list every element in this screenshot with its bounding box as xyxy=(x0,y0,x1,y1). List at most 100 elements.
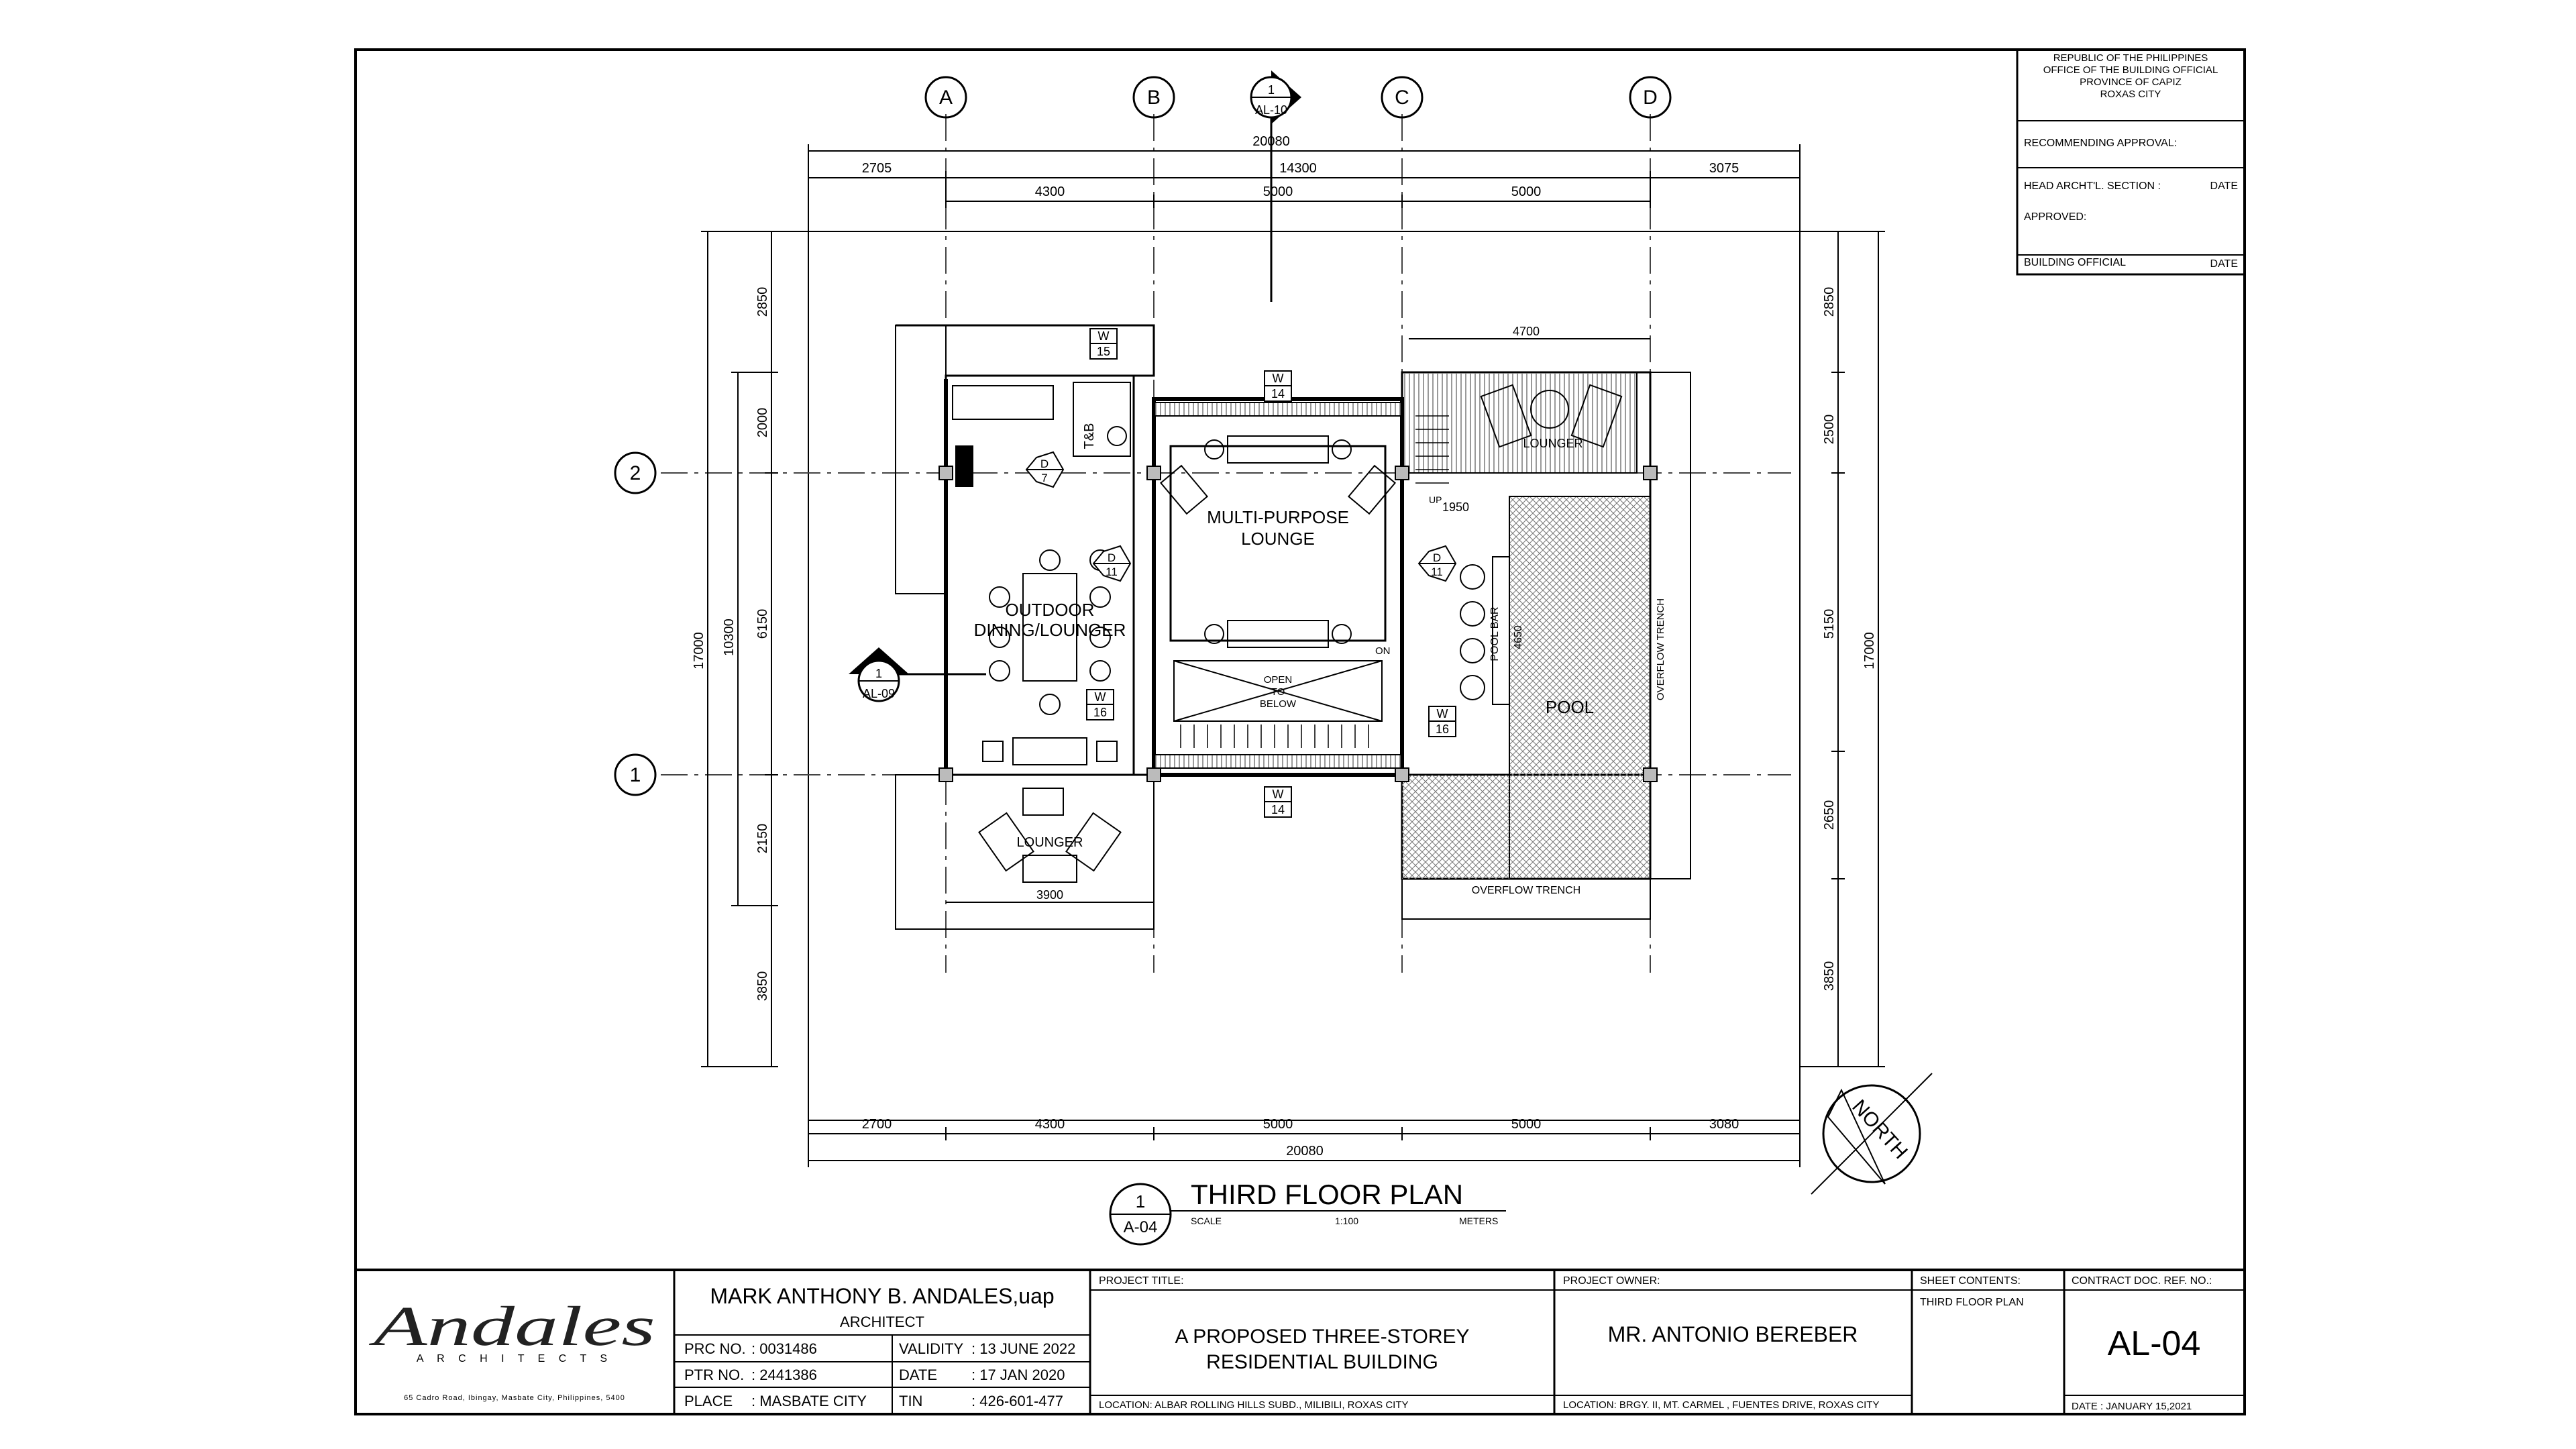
project-title-line-1: A PROPOSED THREE-STOREY xyxy=(1175,1326,1470,1348)
grid-col-c: C xyxy=(1395,87,1409,109)
contract-ref-label: CONTRACT DOC. REF. NO.: xyxy=(2072,1275,2212,1287)
dim-right-2: 2500 xyxy=(1822,415,1837,445)
agency-line-3: PROVINCE OF CAPIZ xyxy=(2080,76,2182,88)
tag-d11-left-type: D xyxy=(1108,551,1116,564)
head-date-label: DATE xyxy=(2210,180,2238,192)
approval-box: REPUBLIC OF THE PHILIPPINES OFFICE OF TH… xyxy=(2016,48,2246,276)
stair-on-label: ON xyxy=(1375,645,1391,657)
tag-w14-bot-num: 14 xyxy=(1271,803,1285,816)
place-label: PLACE xyxy=(684,1393,733,1409)
owner-label: PROJECT OWNER: xyxy=(1563,1275,1660,1287)
tag-d11-right-num: 11 xyxy=(1431,566,1443,578)
opening-tags xyxy=(1025,328,1457,818)
plan-title: THIRD FLOOR PLAN xyxy=(1191,1179,1463,1210)
dim-left-3: 6150 xyxy=(755,609,770,639)
room-lounge-line-2: LOUNGE xyxy=(1241,529,1315,549)
tag-d11-left-num: 11 xyxy=(1106,566,1118,578)
plan-scale-value: 1:100 xyxy=(1335,1216,1358,1226)
dim-bot-total: 20080 xyxy=(1286,1144,1324,1159)
dim-left-total: 17000 xyxy=(692,632,706,669)
owner-location: LOCATION: BRGY. II, MT. CARMEL , FUENTES… xyxy=(1563,1399,1879,1411)
dim-bot-seg-4: 5000 xyxy=(1511,1117,1542,1132)
north-label: NORTH xyxy=(1847,1095,1912,1163)
sheet-border xyxy=(354,48,2246,1415)
room-tb: T&B xyxy=(1082,423,1097,449)
pool-area xyxy=(1509,496,1651,879)
sheet-contents: THIRD FLOOR PLAN xyxy=(1920,1297,2024,1308)
stair-up-label: UP xyxy=(1429,494,1442,505)
roof-terrace-deck xyxy=(1401,372,1638,474)
dim-top-seg-2: 14300 xyxy=(1279,161,1317,176)
tin-value: : 426-601-477 xyxy=(971,1393,1063,1409)
grid-row-1: 1 xyxy=(630,764,641,786)
building-official-label: BUILDING OFFICIAL xyxy=(2024,257,2126,268)
lot-boundary xyxy=(808,231,1801,1121)
plan-title-ref: A-04 xyxy=(1124,1218,1158,1236)
grid-bubbles: A B C D 2 1 xyxy=(614,76,1672,796)
dim-top-seg-1: 2705 xyxy=(862,161,892,176)
dim-left-5: 3850 xyxy=(755,971,770,1002)
title-block xyxy=(356,1269,2245,1414)
project-title-line-2: RESIDENTIAL BUILDING xyxy=(1206,1351,1438,1373)
tin-label: TIN xyxy=(899,1393,922,1409)
plan-title-num: 1 xyxy=(1136,1191,1145,1212)
head-section-label: HEAD ARCHT'L. SECTION : xyxy=(2024,180,2161,192)
tag-d7-type: D xyxy=(1040,458,1049,470)
room-lounger-top: LOUNGER xyxy=(1523,437,1582,450)
agency-line-1: REPUBLIC OF THE PHILIPPINES xyxy=(2053,52,2208,64)
tag-w15-num: 15 xyxy=(1097,345,1110,358)
dim-right-5: 3850 xyxy=(1822,961,1837,991)
validity-label: VALIDITY xyxy=(899,1340,964,1357)
right-dimensions xyxy=(1800,231,1885,1067)
open-line-2: TO xyxy=(1271,686,1285,698)
firm-logo: Andales xyxy=(368,1295,655,1358)
dim-right-3: 5150 xyxy=(1822,609,1837,639)
dim-terrace: 4700 xyxy=(1513,325,1540,338)
open-line-1: OPEN xyxy=(1264,674,1293,686)
dim-top-bay-1: 4300 xyxy=(1035,184,1065,199)
grid-col-a: A xyxy=(939,87,953,109)
approved-label: APPROVED: xyxy=(2024,211,2086,223)
callout-al10-num: 1 xyxy=(1268,83,1275,97)
dim-left-mid: 10300 xyxy=(722,619,737,656)
architect-title: ARCHITECT xyxy=(840,1313,924,1330)
callout-al09-num: 1 xyxy=(875,667,882,680)
structural-columns xyxy=(938,466,1658,782)
prc-value: : 0031486 xyxy=(751,1340,817,1357)
dim-pool-len: 1950 xyxy=(1442,500,1469,514)
dim-bot-seg-5: 3080 xyxy=(1709,1117,1739,1132)
firm-subtitle: A R C H I T E C T S xyxy=(417,1353,612,1364)
stair-open-to-below xyxy=(1173,415,1449,748)
tag-w16-left-type: W xyxy=(1095,690,1106,704)
sheet-date: DATE : JANUARY 15,2021 xyxy=(2072,1401,2192,1412)
dim-left-1: 2850 xyxy=(755,287,770,317)
glass-railing-top xyxy=(1153,402,1403,417)
section-callout-al10 xyxy=(1250,70,1301,302)
callout-al10-ref: AL-10 xyxy=(1255,103,1287,117)
tag-w14-top-type: W xyxy=(1273,372,1284,385)
room-pool: POOL xyxy=(1546,697,1594,717)
dim-top-seg-3: 3075 xyxy=(1709,161,1739,176)
firm-address: 65 Cadro Road, Ibingay, Masbate City, Ph… xyxy=(404,1394,625,1402)
recommending-label: RECOMMENDING APPROVAL: xyxy=(2024,138,2177,149)
glass-railing-bottom xyxy=(1153,754,1403,769)
dim-bot-seg-3: 5000 xyxy=(1263,1117,1293,1132)
room-lounger-bottom: LOUNGER xyxy=(1017,835,1083,850)
grid-row-2: 2 xyxy=(630,462,641,484)
grid-col-b: B xyxy=(1147,87,1161,109)
official-date-label: DATE xyxy=(2210,258,2238,270)
top-dimensions xyxy=(808,144,1801,231)
agency-line-4: ROXAS CITY xyxy=(2100,89,2161,100)
plan-scale-label: SCALE xyxy=(1191,1216,1222,1226)
room-lounge-line-1: MULTI-PURPOSE xyxy=(1207,507,1349,527)
dim-bot-seg-1: 2700 xyxy=(862,1117,892,1132)
north-arrow-icon: NORTH xyxy=(1811,1073,1933,1195)
architect-name: MARK ANTHONY B. ANDALES,uap xyxy=(710,1284,1054,1308)
sheet-contents-label: SHEET CONTENTS: xyxy=(1920,1275,2021,1287)
section-callout-al09 xyxy=(849,647,986,702)
date-value: : 17 JAN 2020 xyxy=(971,1366,1065,1383)
pool-deck-extension xyxy=(1402,775,1509,879)
owner-name: MR. ANTONIO BEREBER xyxy=(1608,1322,1858,1346)
